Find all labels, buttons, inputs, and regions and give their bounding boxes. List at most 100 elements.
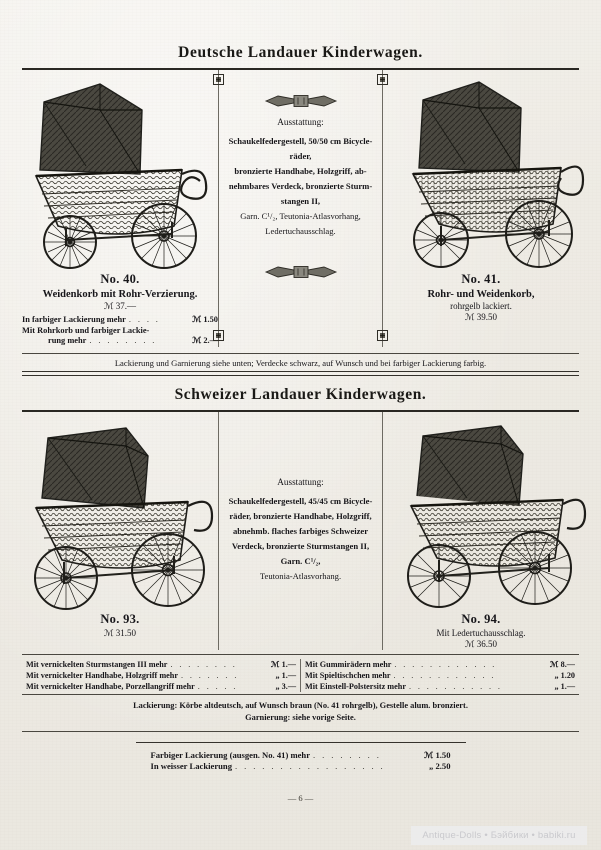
extras-left-column: Mit vernickelten Sturmstangen III mehr .… [22, 659, 300, 692]
model-number-41: No. 41. [461, 272, 501, 286]
option-row: Mit Rohrkorb und farbiger Lackie- [22, 326, 218, 337]
corner-ornament-icon [377, 74, 388, 85]
caption-no93: No. 93. ℳ 31.50 [22, 612, 218, 639]
option-row: rung mehr . . . . . . . . ℳ 2.— [22, 336, 218, 347]
caption-no40: No. 40. Weidenkorb mit Rohr-Verzierung. … [22, 272, 218, 312]
figure-block-no40: No. 40. Weidenkorb mit Rohr-Verzierung. … [22, 70, 218, 347]
lackierung-line-1: Lackierung: Körbe altdeutsch, auf Wunsch… [133, 700, 468, 710]
option-text: Mit Rohrkorb und farbiger Lackie- [22, 325, 150, 335]
caption-no41: No. 41. Rohr- und Weidenkorb, rohrgelb l… [383, 272, 579, 323]
equipment-line: Garn. C¹/₂, [280, 555, 321, 566]
equipment-heading: Ausstattung: [277, 117, 324, 127]
equipment-line: Ledertuchausschlag. [265, 226, 336, 237]
options-no40: In farbiger Lackierung mehr . . . . ℳ 1.… [22, 315, 218, 347]
option-amount: ℳ 1.50 [192, 315, 218, 324]
bottom-price-box: Farbiger Lackierung (ausgen. No. 41) meh… [135, 741, 466, 771]
rule-under-title-2 [22, 409, 579, 412]
extras-row: Mit vernickelter Handhabe, Holzgriff meh… [26, 670, 296, 681]
extras-amount: „ 1.— [554, 681, 575, 691]
extras-amount: „ 3.— [275, 681, 296, 691]
rule-above-extras [22, 653, 579, 655]
corner-ornament-icon [213, 329, 224, 341]
equipment-text-2: Ausstattung: Schaukelfedergestell, 45/45… [223, 474, 378, 584]
extras-row: Mit vernickelten Sturmstangen III mehr .… [26, 659, 296, 670]
equipment-line: bronzierte Handhabe, Holzgriff, ab- [234, 166, 367, 177]
extras-row: Mit Gummirädern mehr . . . . . . . . . .… [305, 659, 575, 670]
model-sub-41: rohrgelb lackiert. [450, 301, 512, 311]
section-2-columns: No. 93. ℳ 31.50 Ausstattung: Schaukelfed… [22, 411, 587, 650]
extras-text: Mit Gummirädern mehr [305, 659, 392, 669]
extras-amount: „ 1.20 [554, 670, 575, 680]
option-amount: ℳ 2.— [192, 336, 218, 345]
divider-ornament-icon [223, 265, 378, 279]
rule-below-footnote-1 [22, 370, 579, 376]
lackierung-line-2: Garnierung: siehe vorige Seite. [245, 713, 356, 723]
extras-text: Mit vernickelter Handhabe, Porzellangrif… [26, 681, 195, 691]
leader-dots: . . . . . [197, 681, 238, 691]
model-price-94: ℳ 36.50 [464, 638, 498, 649]
figure-block-no93: No. 93. ℳ 31.50 [22, 412, 218, 650]
pram-engraving-94 [407, 424, 587, 608]
figure-block-no41: No. 41. Rohr- und Weidenkorb, rohrgelb l… [383, 70, 585, 347]
extras-text: Mit vernickelter Handhabe, Holzgriff meh… [26, 670, 178, 680]
pram-illustration-no94 [383, 412, 587, 610]
equipment-line: Schaukelfedergestell, 45/45 cm Bicycle- [228, 495, 373, 506]
figure-block-no94: No. 94. Mit Ledertuchausschlag. ℳ 36.50 [383, 412, 587, 650]
pram-engraving-93 [34, 426, 214, 610]
leader-dots: . . . . [128, 315, 161, 324]
leader-dots: . . . . . . . . [89, 336, 157, 345]
equipment-line: Schaukelfedergestell, 50/50 cm Bicycle- [228, 136, 373, 147]
extras-right-column: Mit Gummirädern mehr . . . . . . . . . .… [300, 658, 579, 692]
model-price-41: ℳ 39.50 [464, 312, 498, 322]
section-1-footnote: Lackierung und Garnierung siehe unten; V… [114, 357, 487, 368]
extras-amount: „ 1.— [275, 670, 296, 680]
pram-engraving-41 [411, 81, 585, 268]
caption-no94: No. 94. Mit Ledertuchausschlag. ℳ 36.50 [383, 612, 579, 650]
leader-dots: . . . . . . . . . . . . [394, 659, 497, 669]
equipment-heading: Ausstattung: [277, 476, 324, 487]
equipment-line: Garn. C¹/₂, Teutonia-Atlasvorhang, [240, 211, 361, 222]
corner-ornament-icon [213, 74, 224, 85]
leader-dots: . . . . . . . . . . . [408, 681, 503, 691]
equipment-line: stangen II, [280, 196, 321, 207]
extras-amount: ℳ 8.— [549, 659, 575, 669]
extras-lists: Mit vernickelten Sturmstangen III mehr .… [22, 655, 579, 694]
watermark: Antique-Dolls • Бэйбики • babiki.ru [411, 826, 587, 845]
extras-row: Mit vernickelter Handhabe, Porzellangrif… [26, 681, 296, 692]
rule-above-bottom-box [22, 730, 579, 732]
divider-ornament-icon [223, 94, 378, 108]
equipment-block-1: Ausstattung: Schaukelfedergestell, 50/50… [213, 70, 388, 347]
model-price-93: ℳ 31.50 [103, 627, 137, 638]
equipment-line: räder, bronzierte Handhabe, Holzgriff, [229, 510, 372, 521]
leader-dots: . . . . . . . [180, 670, 239, 680]
rule-under-title-1 [22, 68, 579, 70]
bottom-box-text: Farbiger Lackierung (ausgen. No. 41) meh… [150, 749, 311, 760]
option-text: In farbiger Lackierung mehr [22, 315, 126, 324]
bottom-box-amount: „ 2.50 [429, 760, 451, 771]
extras-text: Mit vernickelten Sturmstangen III mehr [26, 659, 168, 669]
corner-ornament-icon [377, 329, 388, 341]
equipment-line: abnehmb. flaches farbiges Schweizer [232, 525, 369, 536]
page-number: — 6 — [287, 792, 314, 803]
equipment-text-1: Ausstattung: Schaukelfedergestell, 50/50… [223, 114, 378, 239]
equipment-line: räder, [289, 151, 312, 162]
model-number-94: No. 94. [461, 611, 501, 626]
option-text: rung mehr [48, 336, 87, 345]
pram-illustration-no40 [22, 70, 218, 270]
model-desc-41: Rohr- und Weidenkorb, [427, 289, 535, 300]
rule-below-extras [22, 693, 579, 695]
bottom-box-row: Farbiger Lackierung (ausgen. No. 41) meh… [136, 750, 466, 761]
extras-row: Mit Einstell-Polstersitz mehr . . . . . … [305, 681, 575, 692]
bottom-box-text: In weisser Lackierung [150, 760, 233, 771]
equipment-line: nehmbares Verdeck, bronzierte Sturm- [228, 181, 373, 192]
bottom-box-item: Farbiger Lackierung (ausgen. No. 41) meh… [151, 750, 451, 761]
extras-text: Mit Einstell-Polstersitz mehr [305, 681, 406, 691]
model-number-93: No. 93. [100, 611, 140, 626]
leader-dots: . . . . . . . . [170, 659, 238, 669]
model-desc-40: Weidenkorb mit Rohr-Verzierung. [42, 289, 198, 300]
model-price-40: ℳ 37.— [103, 301, 137, 311]
bottom-box-item: In weisser Lackierung . . . . . . . . . … [151, 761, 451, 771]
rule-above-footnote-1 [22, 352, 579, 354]
option-row: In farbiger Lackierung mehr . . . . ℳ 1.… [22, 315, 218, 326]
extras-amount: ℳ 1.— [270, 659, 296, 669]
